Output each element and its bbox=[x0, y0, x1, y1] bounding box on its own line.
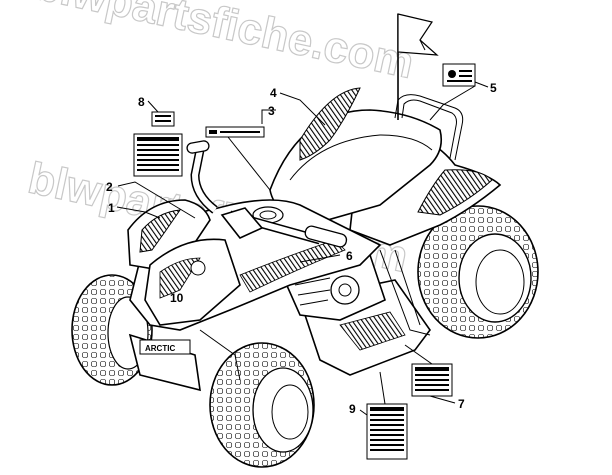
front-bumper: ARCTIC bbox=[128, 329, 241, 392]
callout-5: 5 bbox=[490, 81, 497, 95]
callout-10: 10 bbox=[170, 291, 184, 305]
decal-2-label bbox=[133, 133, 183, 177]
decal-8-label bbox=[151, 111, 175, 127]
callout-2: 2 bbox=[106, 180, 113, 194]
bumper-text: ARCTIC bbox=[145, 344, 175, 353]
callout-6: 6 bbox=[346, 249, 353, 263]
decal-9-label bbox=[366, 403, 408, 460]
handlebar bbox=[186, 140, 348, 248]
decal-3-label bbox=[205, 126, 265, 138]
callout-8: 8 bbox=[138, 95, 145, 109]
leader-lines bbox=[116, 81, 489, 416]
rear-wheel bbox=[417, 205, 539, 339]
front-right-wheel bbox=[209, 342, 315, 468]
callout-1: 1 bbox=[108, 201, 115, 215]
front-fender bbox=[127, 199, 211, 271]
callout-4: 4 bbox=[270, 86, 277, 100]
grab-bar bbox=[394, 94, 464, 161]
decal-5-label bbox=[442, 63, 476, 87]
safety-flag bbox=[397, 13, 439, 120]
fender-decal-upper bbox=[299, 87, 361, 161]
decal-7-label bbox=[411, 363, 453, 397]
nose-panel bbox=[144, 238, 241, 326]
callout-9: 9 bbox=[349, 402, 356, 416]
callout-3: 3 bbox=[268, 104, 275, 118]
callout-7: 7 bbox=[458, 397, 465, 411]
watermark-top: blwpartsfiche.com bbox=[30, 0, 418, 88]
